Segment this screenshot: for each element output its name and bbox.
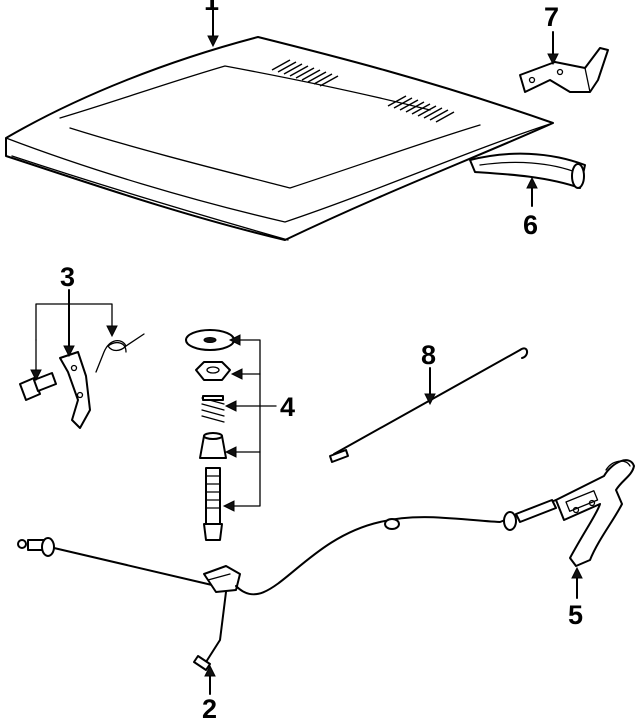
callout-3: 3: [60, 262, 75, 292]
latch-hook-icon[interactable]: [19, 333, 145, 429]
hood-panel-icon[interactable]: [5, 36, 554, 241]
release-handle-icon[interactable]: [555, 459, 635, 567]
release-cable-icon[interactable]: [17, 499, 557, 671]
bumper-stack-icon[interactable]: [185, 329, 235, 541]
hood-louvres: [271, 59, 455, 123]
callout-7: 7: [544, 2, 559, 32]
leader-lines: [30, 5, 583, 695]
prop-rod-icon[interactable]: [329, 347, 528, 463]
callout-4: 4: [280, 392, 295, 422]
callout-8: 8: [421, 340, 436, 370]
callout-2: 2: [202, 694, 217, 722]
callout-1: 1: [204, 0, 219, 16]
callout-5: 5: [568, 600, 583, 630]
hinge-icon[interactable]: [519, 47, 609, 93]
callout-6: 6: [523, 210, 538, 240]
seal-strip-icon[interactable]: [469, 152, 586, 189]
